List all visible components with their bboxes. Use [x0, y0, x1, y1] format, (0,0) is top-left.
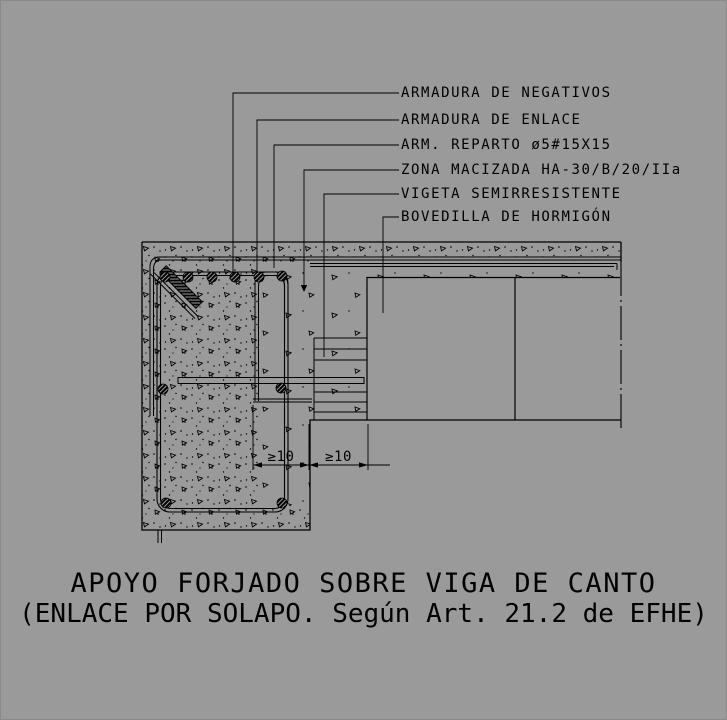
dim-label-bearing: ≥10	[325, 449, 352, 465]
rebar-section-circles	[157, 270, 288, 509]
joist-end	[313, 337, 367, 420]
callout-vigeta: VIGETA SEMIRRESISTENTE	[401, 186, 622, 202]
callout-armadura-negativos: ARMADURA DE NEGATIVOS	[401, 85, 612, 101]
drawing-subtitle: (ENLACE POR SOLAPO. Según Art. 21.2 de E…	[19, 599, 708, 629]
callout-armadura-enlace: ARMADURA DE ENLACE	[401, 112, 582, 128]
leader-lines	[232, 92, 399, 357]
hollow-block	[366, 276, 620, 420]
callout-bovedilla: BOVEDILLA DE HORMIGÓN	[401, 209, 612, 225]
dimension-lines	[252, 405, 390, 470]
dim-label-lap: ≥10	[267, 449, 295, 465]
negative-rebar-lines	[149, 256, 621, 416]
mesh-rebar-lines	[310, 263, 618, 270]
callout-arm-reparto: ARM. REPARTO ø5#15X15	[401, 137, 612, 153]
concrete-outline	[141, 241, 622, 543]
title-block: APOYO FORJADO SOBRE VIGA DE CANTO (ENLAC…	[0, 568, 727, 630]
callout-zona-macizada: ZONA MACIZADA HA-30/B/20/IIa	[401, 162, 682, 178]
concrete-texture	[142, 243, 621, 530]
drawing-title: APOYO FORJADO SOBRE VIGA DE CANTO	[70, 568, 657, 599]
